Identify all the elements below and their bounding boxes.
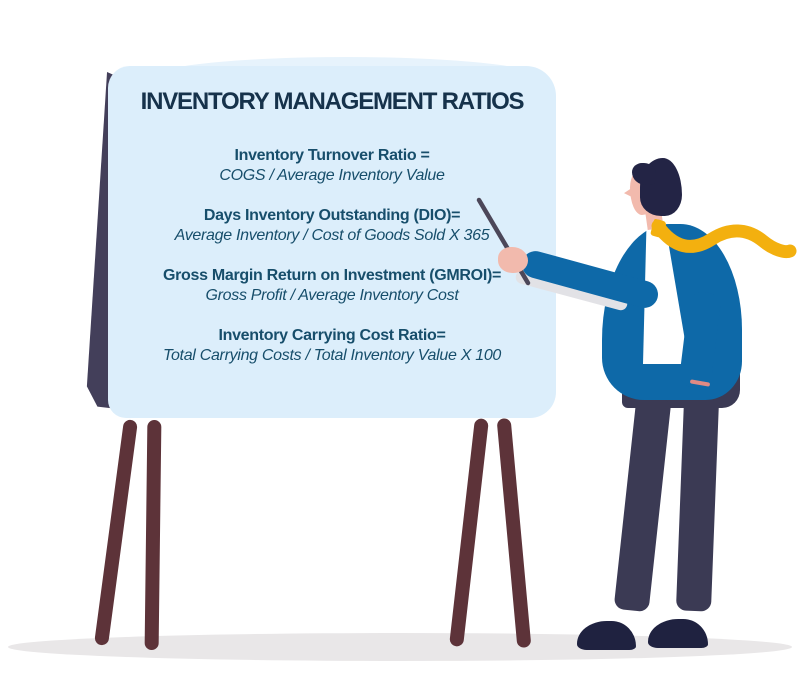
formula-label: Inventory Carrying Cost Ratio= — [218, 327, 446, 344]
formula-inventory-turnover: Inventory Turnover Ratio = COGS / Averag… — [110, 146, 554, 186]
hair-front-tuft — [632, 163, 656, 185]
easel-leg-inner-left — [144, 419, 162, 651]
formula-value: COGS / Average Inventory Value — [219, 167, 445, 184]
shoe-front — [577, 621, 636, 650]
formula-gmroi: Gross Margin Return on Investment (GMROI… — [110, 266, 554, 306]
formula-value: Average Inventory / Cost of Goods Sold X… — [174, 227, 490, 244]
formula-label: Gross Margin Return on Investment (GMROI… — [162, 267, 502, 284]
easel-leg-outer-right — [496, 417, 532, 649]
easel-leg-inner-right — [449, 417, 489, 648]
formula-label: Days Inventory Outstanding (DIO)= — [203, 207, 461, 224]
easel-leg-outer-left — [94, 419, 138, 646]
formula-carrying-cost-ratio: Inventory Carrying Cost Ratio= Total Car… — [110, 326, 554, 366]
pants-leg-back — [675, 397, 720, 612]
formula-label: Inventory Turnover Ratio = — [234, 147, 430, 164]
formula-value: Gross Profit / Average Inventory Cost — [205, 287, 459, 304]
pants-leg-front — [613, 396, 672, 613]
board-title: INVENTORY MANAGEMENT RATIOS — [140, 88, 525, 115]
shoe-back — [648, 619, 708, 648]
pointing-hand — [498, 247, 528, 273]
board-content: INVENTORY MANAGEMENT RATIOS Inventory Tu… — [110, 88, 554, 386]
formula-value: Total Carrying Costs / Total Inventory V… — [162, 347, 502, 364]
formula-days-inventory-outstanding: Days Inventory Outstanding (DIO)= Averag… — [110, 206, 554, 246]
